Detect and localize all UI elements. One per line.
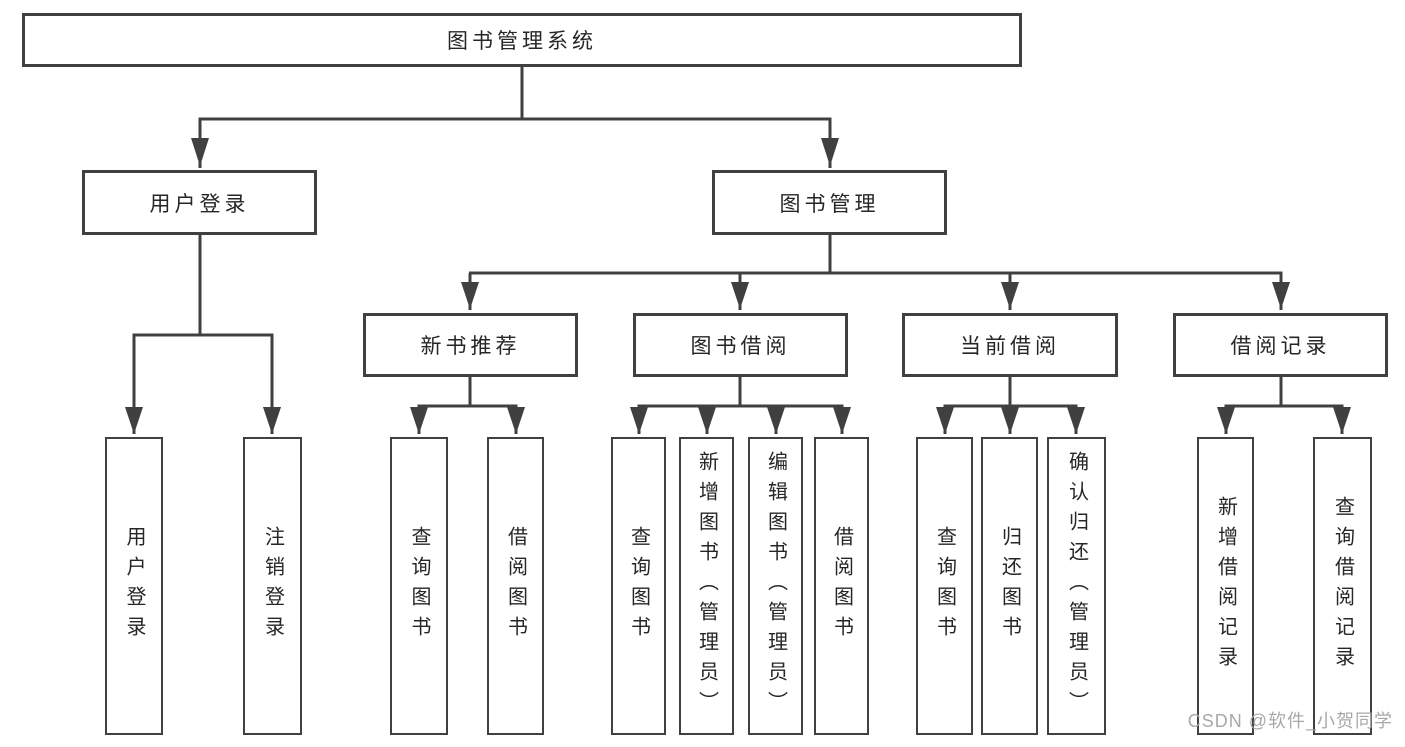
leaf-edit-book-admin: 编辑图书（管理员） — [748, 437, 803, 735]
leaf-borrow-books-borrow-label: 借阅图书 — [830, 526, 853, 646]
node-new-book-recommendation-label: 新书推荐 — [420, 335, 521, 358]
arrowheads — [125, 138, 1351, 434]
leaf-return-book-label: 归还图书 — [998, 526, 1021, 646]
leaf-confirm-return-admin-label: 确认归还（管理员） — [1065, 451, 1088, 721]
node-borrowing-records-label: 借阅记录 — [1230, 335, 1331, 358]
node-book-management-label: 图书管理 — [779, 192, 880, 216]
leaf-edit-book-admin-label: 编辑图书（管理员） — [764, 451, 787, 721]
node-current-borrowing: 当前借阅 — [902, 313, 1118, 377]
connector-lines — [132, 67, 1344, 434]
node-user-login: 用户登录 — [82, 170, 317, 235]
leaf-query-books-recommend: 查询图书 — [390, 437, 448, 735]
leaf-confirm-return-admin: 确认归还（管理员） — [1047, 437, 1106, 735]
node-borrowing-records: 借阅记录 — [1173, 313, 1388, 377]
leaf-query-borrow-record: 查询借阅记录 — [1313, 437, 1372, 735]
leaf-query-books-borrow-label: 查询图书 — [627, 526, 650, 646]
node-root-label: 图书管理系统 — [447, 30, 597, 53]
leaf-borrow-books-recommend: 借阅图书 — [487, 437, 544, 735]
leaf-new-borrow-record: 新增借阅记录 — [1197, 437, 1254, 735]
leaf-add-book-admin: 新增图书（管理员） — [679, 437, 734, 735]
leaf-query-books-current-label: 查询图书 — [933, 526, 956, 646]
leaf-add-book-admin-label: 新增图书（管理员） — [695, 451, 718, 721]
leaf-query-books-borrow: 查询图书 — [611, 437, 666, 735]
leaf-new-borrow-record-label: 新增借阅记录 — [1214, 496, 1237, 676]
node-root: 图书管理系统 — [22, 13, 1022, 67]
leaf-query-books-recommend-label: 查询图书 — [408, 526, 430, 646]
leaf-borrow-books-borrow: 借阅图书 — [814, 437, 869, 735]
leaf-query-books-current: 查询图书 — [916, 437, 973, 735]
leaf-user-login: 用户登录 — [105, 437, 163, 735]
node-user-login-label: 用户登录 — [149, 192, 250, 216]
leaf-logout-label: 注销登录 — [261, 526, 284, 646]
leaf-borrow-books-recommend-label: 借阅图书 — [504, 526, 527, 646]
leaf-logout: 注销登录 — [243, 437, 302, 735]
node-new-book-recommendation: 新书推荐 — [363, 313, 578, 377]
leaf-query-borrow-record-label: 查询借阅记录 — [1331, 496, 1354, 676]
node-book-management: 图书管理 — [712, 170, 947, 235]
node-book-borrowing: 图书借阅 — [633, 313, 848, 377]
node-book-borrowing-label: 图书借阅 — [690, 335, 791, 358]
leaf-user-login-label: 用户登录 — [123, 526, 145, 646]
node-current-borrowing-label: 当前借阅 — [960, 335, 1060, 358]
leaf-return-book: 归还图书 — [981, 437, 1038, 735]
watermark: CSDN @软件_小贺同学 — [1187, 711, 1393, 731]
